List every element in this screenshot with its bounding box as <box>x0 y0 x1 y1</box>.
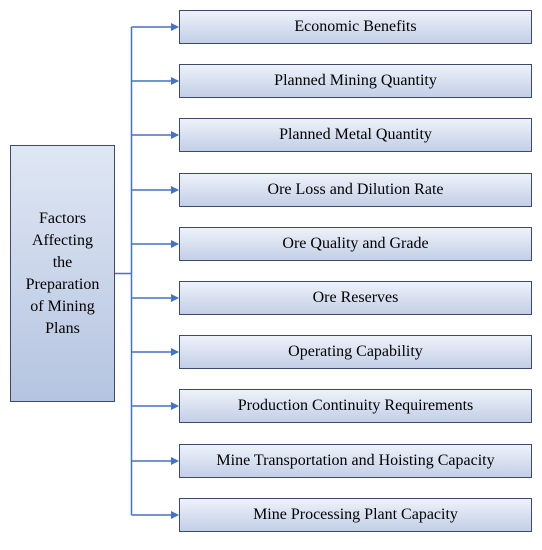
factor-box-planned-metal-quantity: Planned Metal Quantity <box>179 118 532 152</box>
factor-box-ore-reserves: Ore Reserves <box>179 281 532 315</box>
root-node-label: Factors Affecting the Preparation of Min… <box>25 209 100 337</box>
factor-box-ore-loss-dilution-rate: Ore Loss and Dilution Rate <box>179 173 532 207</box>
factor-box-processing-plant: Mine Processing Plant Capacity <box>179 498 532 532</box>
factor-label: Economic Benefits <box>294 18 417 35</box>
factor-label: Operating Capability <box>288 343 423 360</box>
factor-label: Ore Loss and Dilution Rate <box>267 181 444 198</box>
factor-box-transportation-hoisting: Mine Transportation and Hoisting Capacit… <box>179 444 532 478</box>
factor-label: Mine Transportation and Hoisting Capacit… <box>216 452 495 469</box>
factor-box-production-continuity: Production Continuity Requirements <box>179 389 532 423</box>
factor-box-operating-capability: Operating Capability <box>179 335 532 369</box>
root-node-box: Factors Affecting the Preparation of Min… <box>10 145 115 402</box>
factor-label: Planned Metal Quantity <box>279 126 432 143</box>
factor-box-ore-quality-grade: Ore Quality and Grade <box>179 227 532 261</box>
factor-label: Ore Reserves <box>312 289 399 306</box>
factor-box-planned-mining-quantity: Planned Mining Quantity <box>179 64 532 98</box>
connector-group <box>115 23 179 519</box>
factor-label: Planned Mining Quantity <box>274 72 437 89</box>
factor-label: Mine Processing Plant Capacity <box>253 506 458 523</box>
factor-label: Production Continuity Requirements <box>237 397 474 414</box>
factor-label: Ore Quality and Grade <box>282 235 429 252</box>
factor-box-economic-benefits: Economic Benefits <box>179 10 532 44</box>
